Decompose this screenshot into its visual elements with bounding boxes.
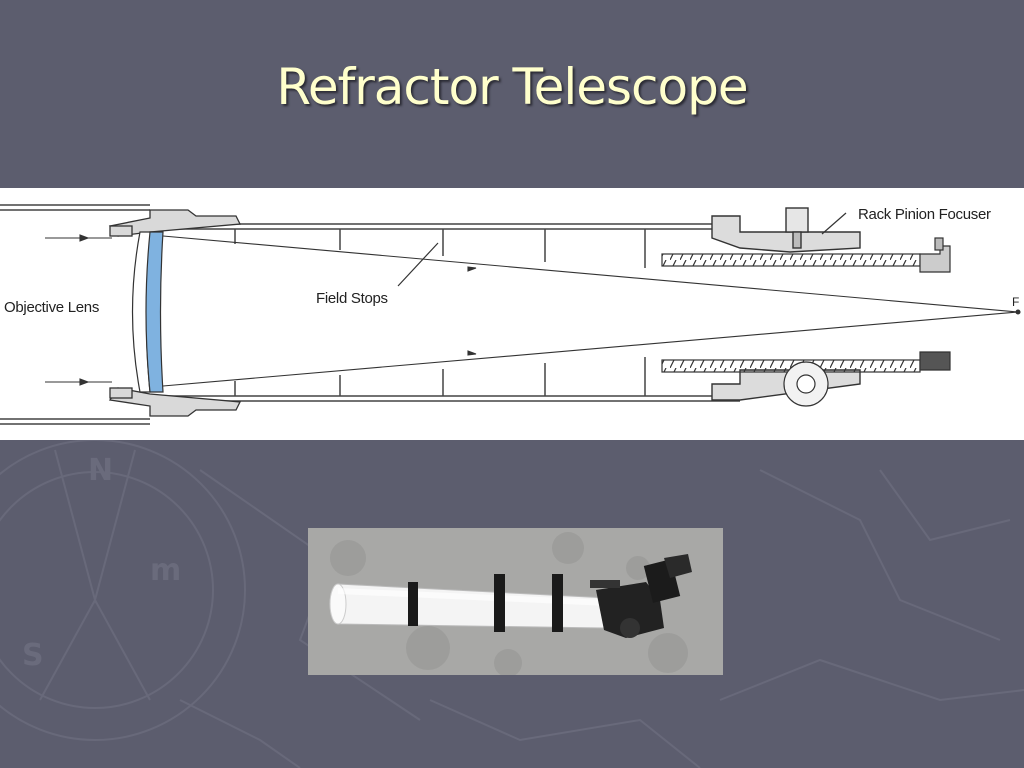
telescope-photo-drawing bbox=[308, 528, 723, 675]
svg-text:S: S bbox=[22, 638, 44, 673]
label-focal-point: F bbox=[1012, 295, 1020, 309]
label-objective-lens: Objective Lens bbox=[4, 299, 100, 316]
diagram-drawing bbox=[0, 204, 1021, 425]
svg-text:m: m bbox=[150, 553, 181, 588]
slide-title: Refractor Telescope bbox=[276, 58, 748, 116]
label-field-stops: Field Stops bbox=[316, 290, 388, 307]
label-rack-pinion-focuser: Rack Pinion Focuser bbox=[858, 206, 991, 223]
telescope-photo bbox=[308, 528, 723, 675]
svg-text:N: N bbox=[88, 453, 113, 488]
telescope-cross-section-diagram: Objective Lens Field Stops Rack Pinion F… bbox=[0, 188, 1024, 440]
